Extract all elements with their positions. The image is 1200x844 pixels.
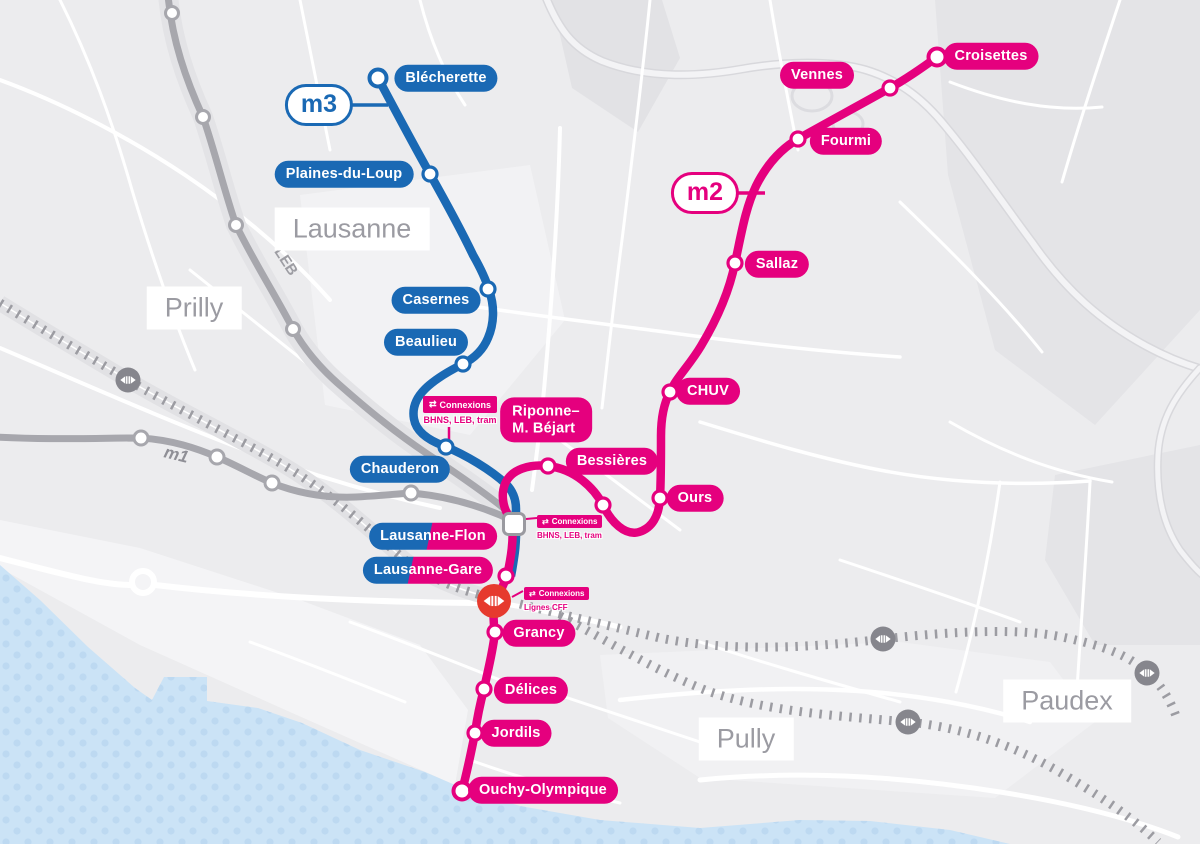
station-label-sallaz[interactable]: Sallaz — [744, 250, 810, 278]
transfer-arrows-icon: ⇄ — [542, 517, 549, 526]
station-label-grancy[interactable]: Grancy — [502, 619, 576, 647]
badge-connectors — [351, 103, 765, 598]
station-label-ouchy-olympique[interactable]: Ouchy-Olympique — [468, 776, 618, 804]
station-label-chuv[interactable]: CHUV — [676, 377, 740, 405]
city-label-lausanne: Lausanne — [274, 207, 430, 251]
transfer-arrows-icon: ⇄ — [529, 589, 536, 598]
city-label-prilly: Prilly — [146, 286, 242, 330]
leb-station-markers[interactable] — [164, 5, 301, 337]
connexions-title: Connexions — [439, 399, 492, 410]
station-label-delices[interactable]: Délices — [493, 676, 569, 704]
station-label-lausanne-gare[interactable]: Lausanne-Gare — [362, 556, 494, 584]
station-label-croisettes[interactable]: Croisettes — [943, 42, 1039, 70]
station-label-chauderon[interactable]: Chauderon — [349, 455, 451, 483]
cff-station-red-icon[interactable] — [477, 584, 511, 618]
line-badge-m3[interactable]: m3 — [284, 84, 354, 126]
riponne-line2: M. Béjart — [512, 420, 576, 436]
connexions-title: Connexions — [551, 517, 598, 526]
lake — [0, 565, 1010, 844]
connexions-badge-gare: ⇄Connexions Lignes CFF — [524, 583, 590, 612]
station-label-bessieres[interactable]: Bessières — [565, 447, 659, 475]
connexions-sublabel: BHNS, LEB, tram — [423, 415, 497, 425]
station-label-beaulieu[interactable]: Beaulieu — [383, 328, 469, 356]
riponne-line1: Riponne– — [512, 403, 580, 420]
m3-line — [374, 76, 521, 577]
railway-station-icons — [115, 367, 1160, 735]
station-label-vennes[interactable]: Vennes — [780, 61, 854, 89]
station-label-jordils[interactable]: Jordils — [480, 719, 552, 747]
station-label-riponne-m-bejart[interactable]: Riponne–M. Béjart — [500, 397, 592, 443]
station-label-fourmi[interactable]: Fourmi — [809, 127, 883, 155]
m1-station-markers[interactable] — [132, 429, 420, 502]
connexions-sublabel: Lignes CFF — [524, 603, 568, 612]
city-label-pully: Pully — [698, 717, 794, 761]
m3-station-markers[interactable] — [367, 67, 497, 456]
connexions-badge-flon: ⇄Connexions BHNS, LEB, tram — [537, 511, 603, 540]
city-label-paudex: Paudex — [1003, 679, 1131, 723]
connexions-title: Connexions — [538, 589, 585, 598]
transfer-arrows-icon: ⇄ — [429, 399, 437, 409]
station-label-plaines-du-loup[interactable]: Plaines-du-Loup — [274, 160, 414, 188]
station-label-blecherette[interactable]: Blécherette — [394, 64, 498, 92]
station-label-ours[interactable]: Ours — [666, 484, 724, 512]
station-label-lausanne-flon[interactable]: Lausanne-Flon — [369, 522, 497, 550]
roads — [0, 0, 1181, 840]
line-badge-m2[interactable]: m2 — [670, 172, 740, 214]
station-label-casernes[interactable]: Casernes — [391, 286, 481, 314]
connexions-sublabel: BHNS, LEB, tram — [537, 531, 602, 540]
connexions-badge-chauderon: ⇄Connexions BHNS, LEB, tram — [423, 394, 498, 425]
flon-interchange-square[interactable] — [502, 512, 526, 536]
